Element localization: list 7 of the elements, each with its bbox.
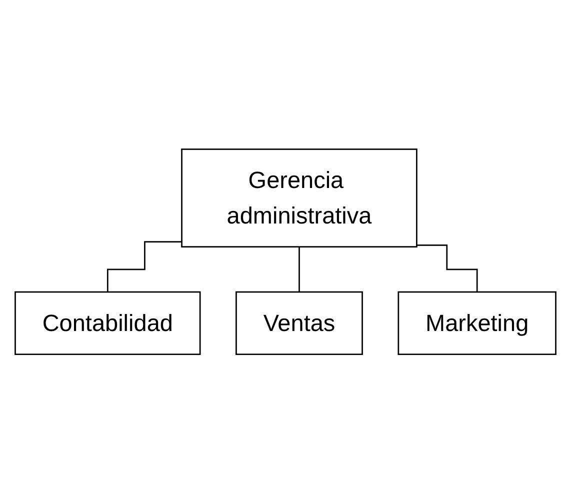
node-box: Ventas — [236, 292, 363, 356]
connector — [298, 246, 300, 293]
node-box: Marketing — [398, 292, 556, 356]
connector — [106, 241, 182, 293]
node-box: Gerencia administrativa — [181, 148, 418, 248]
node-box: Contabilidad — [14, 292, 201, 356]
connector — [416, 244, 478, 293]
